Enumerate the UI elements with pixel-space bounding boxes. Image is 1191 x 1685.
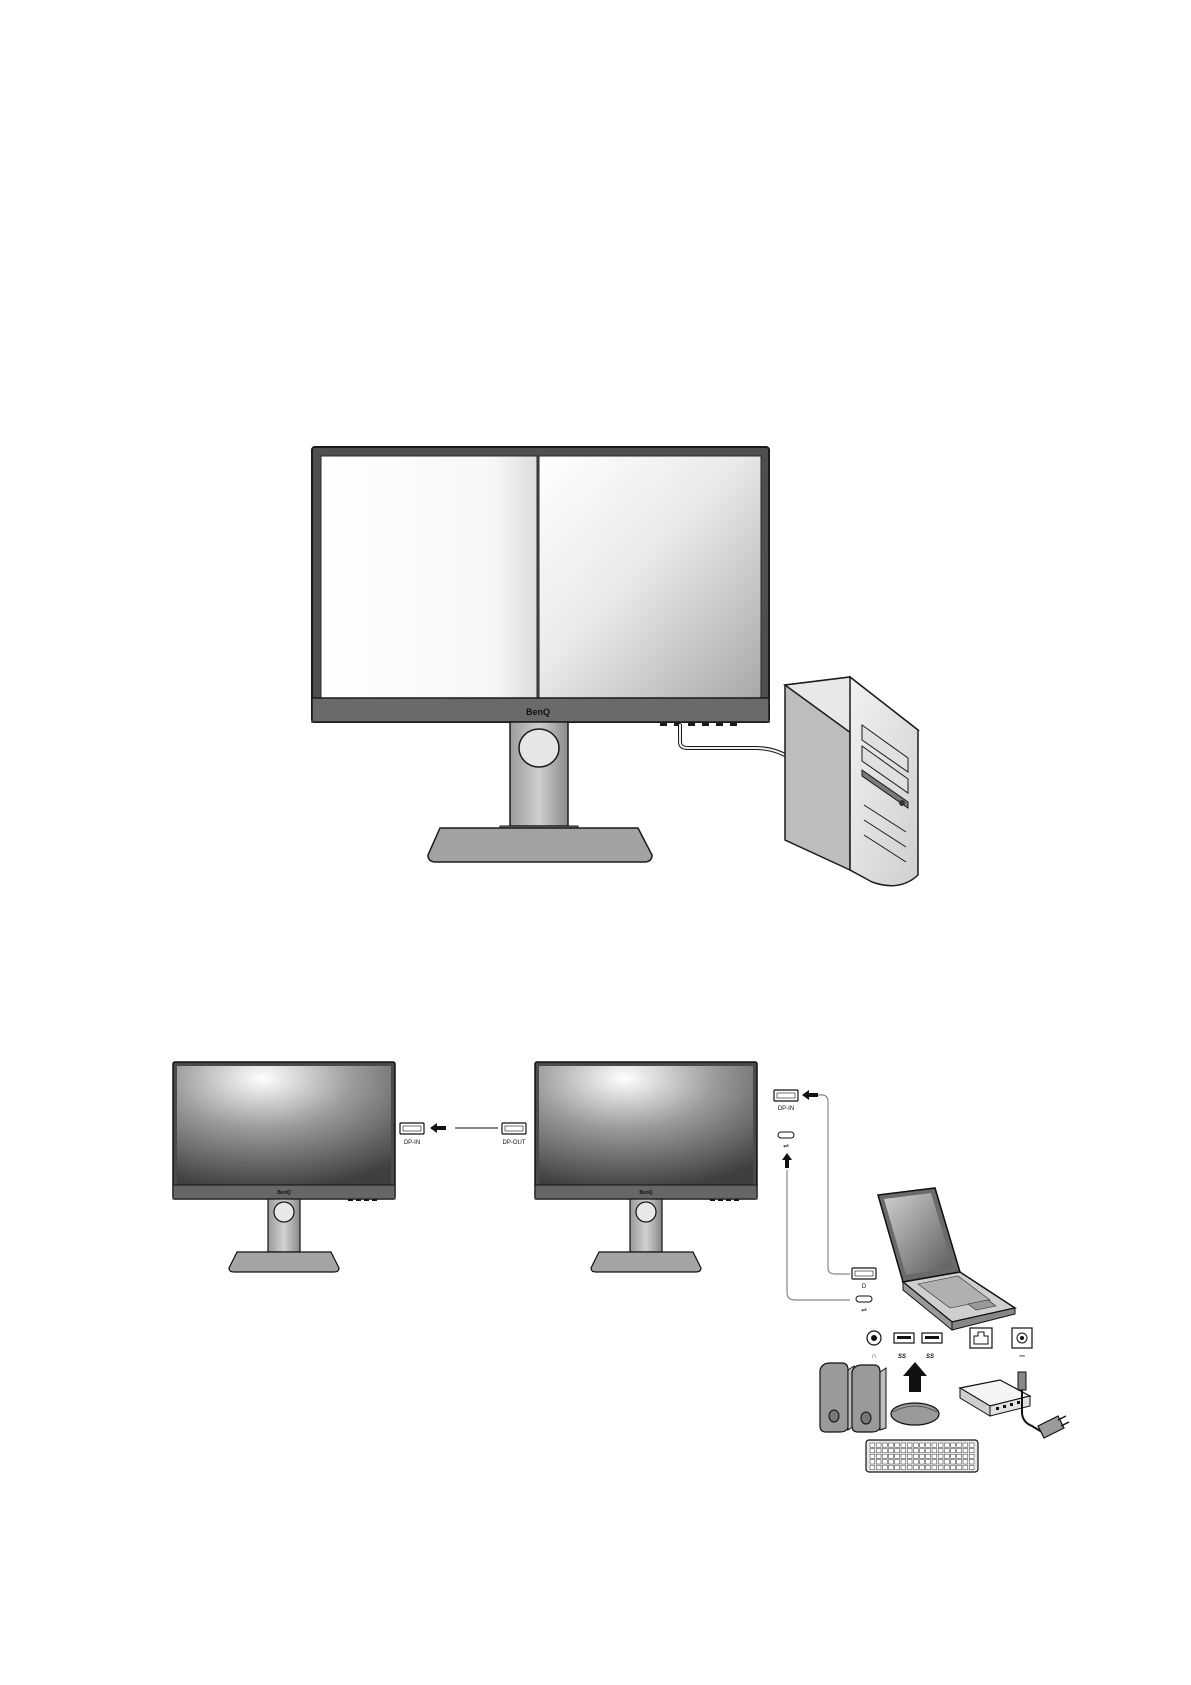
monitor-right-logo: BenQ [639, 1190, 652, 1196]
signal-cable [680, 724, 790, 758]
monitor-screen-right [539, 456, 761, 698]
usb-icon: ⇌ [861, 1307, 867, 1314]
monitor-right: BenQ [535, 1062, 757, 1272]
svg-text:SS: SS [898, 1354, 906, 1360]
ethernet-port [970, 1328, 992, 1348]
speakers [820, 1363, 886, 1432]
arrow-up-icon [782, 1153, 792, 1168]
dc-icon: ⎓ [1019, 1353, 1025, 1360]
displayport-icon: D [862, 1284, 867, 1290]
usb-icon: ⇌ [783, 1143, 789, 1150]
svg-text:DP-IN: DP-IN [404, 1140, 420, 1146]
monitor-right-screen [539, 1066, 753, 1185]
dp-out-port: DP-OUT [502, 1123, 526, 1146]
svg-text:DP-OUT: DP-OUT [503, 1140, 526, 1146]
monitor-logo: BenQ [526, 707, 550, 717]
laptop-dp-port: D [852, 1268, 876, 1290]
usb-a-port-2: SS [922, 1333, 942, 1360]
peripheral-ports: ∩ SS SS ⎓ [867, 1328, 1032, 1360]
headphone-icon: ∩ [871, 1353, 876, 1360]
dp-cable-laptop [818, 1095, 850, 1274]
dp-in-port-left: DP-IN [400, 1123, 424, 1146]
top-figure: BenQ [0, 430, 1191, 890]
daisy-chain-illustration: BenQ DP-IN DP-OUT BenQ [0, 1060, 1191, 1480]
arrow-up-icon [903, 1362, 927, 1392]
power-port: ⎓ [1012, 1328, 1032, 1360]
arrow-left-icon [802, 1090, 818, 1100]
laptop-usbc-port: ⇌ [856, 1296, 872, 1314]
dp-in-port-right: DP-IN [774, 1090, 798, 1112]
usb-c-port-monitor: ⇌ [778, 1132, 794, 1150]
svg-text:DP-IN: DP-IN [778, 1106, 794, 1112]
desktop-pc [785, 677, 918, 886]
monitor-screen-left [321, 456, 537, 698]
monitor-stand-base [428, 828, 652, 862]
bottom-figure: BenQ DP-IN DP-OUT BenQ [0, 1060, 1191, 1480]
monitor-left-logo: BenQ [277, 1190, 290, 1196]
keyboard [866, 1440, 978, 1472]
pc-connection-illustration: BenQ [0, 430, 1191, 890]
mouse [891, 1403, 939, 1425]
usb-a-port-1: SS [894, 1333, 914, 1360]
usbc-cable-laptop [787, 1170, 850, 1300]
laptop [878, 1188, 1015, 1330]
arrow-left-icon [430, 1123, 446, 1133]
monitor: BenQ [312, 447, 769, 862]
monitor-left: BenQ [173, 1062, 395, 1272]
svg-text:SS: SS [926, 1354, 934, 1360]
cable-hole [519, 729, 559, 767]
monitor-left-screen [177, 1066, 391, 1185]
